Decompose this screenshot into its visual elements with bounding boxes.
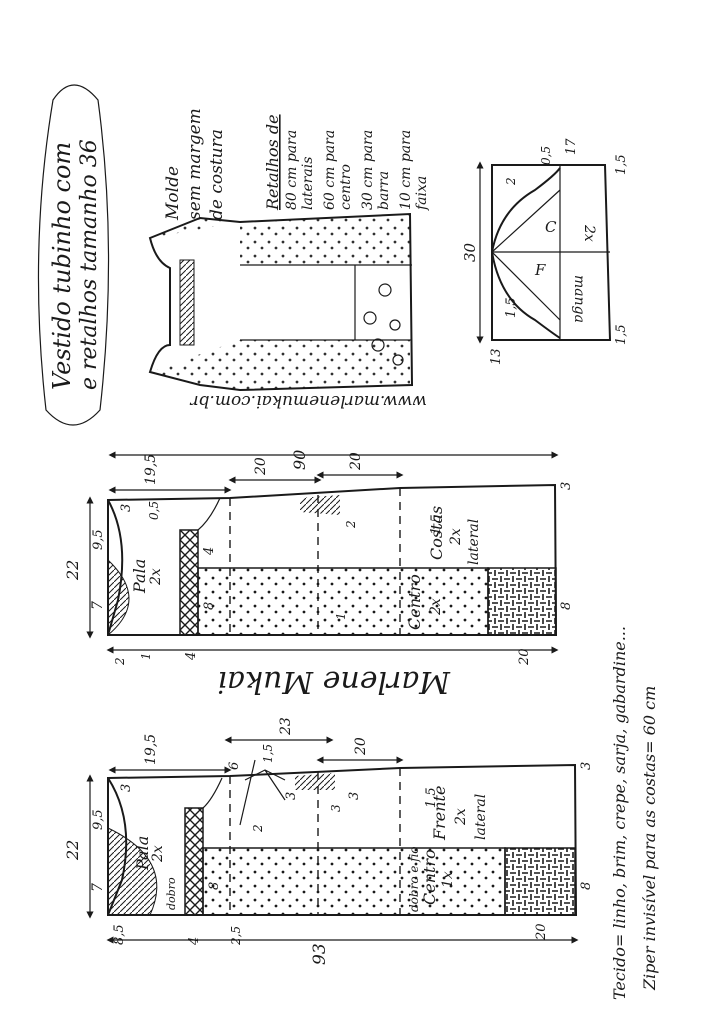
back-label-costas: Costas (427, 506, 446, 560)
back-dim-95: 9,5 (91, 529, 106, 550)
front-dim-3-b: 3 (347, 792, 362, 800)
front-dim-20-bottom: 20 (534, 923, 549, 941)
zipper-note: Ziper invisível para as costas= 60 cm (640, 686, 659, 991)
front-dim-93-text: 93 (310, 943, 330, 965)
front-dim-3-a: 3 (284, 792, 299, 800)
front-dim-6: 6 (227, 762, 242, 770)
front-dim-95: 9,5 (91, 809, 106, 830)
back-dim-1-bottom: 1 (139, 652, 153, 660)
back-dim-3: 3 (119, 504, 134, 512)
front-label-dobro-fio: dobro e fio (407, 846, 421, 912)
sleeve-dim-15-top: 1,5 (614, 154, 629, 175)
molde-line3: de costura (207, 129, 227, 220)
back-label-pala-count: 2x (148, 568, 164, 586)
front-dim-8-left: 8 (207, 882, 222, 890)
back-dim-8: 8 (202, 602, 217, 610)
title-line1: Vestido tubinho com (48, 142, 76, 390)
front-dim-20-text: 20 (353, 737, 369, 756)
back-dim-2-bottom: 2 (113, 657, 127, 666)
front-label-frente-count: 2x (453, 808, 469, 826)
front-dim-195-text: 19,5 (143, 734, 159, 765)
back-label-pala: Pala (130, 559, 149, 594)
fabric-note: Tecido= linho, brim, crepe, sarja, gabar… (610, 626, 629, 1000)
front-label-centro: Centro (420, 849, 439, 905)
sleeve-label-f: F (534, 261, 546, 279)
retalhos-heading: Retalhos de (263, 114, 282, 211)
molde-line1: Molde (163, 166, 183, 221)
front-dim-15-b: 1,5 (424, 787, 439, 808)
back-dim-20a-text: 20 (253, 457, 269, 476)
retalhos-item-5: 30 cm para (360, 130, 376, 210)
back-label-centro: Centro (405, 574, 424, 630)
sleeve-dim-15-left: 1,5 (504, 297, 519, 318)
retalhos-item-1: 80 cm para (284, 130, 300, 210)
back-dim-20-bottom: 20 (517, 648, 532, 666)
sleeve-label-manga: manga (571, 275, 587, 323)
retalhos-item-4: centro (338, 164, 354, 210)
front-dim-7: 7 (90, 883, 106, 892)
retalhos-item-8: faixa (414, 176, 430, 211)
back-pattern: Pala 2x Centro 2x Costas 2x lateral 90 1… (63, 450, 574, 666)
sleeve-pattern: C F 2x manga 17 1,5 30 1,5 1,5 13 2 0,5 (461, 138, 629, 365)
front-dim-15-a: 1,5 (261, 744, 275, 763)
title-line2: e retalhos tamanho 36 (77, 139, 102, 390)
retalhos-item-6: barra (376, 171, 392, 210)
back-dim-15: 1,5 (429, 514, 444, 535)
flower-print (363, 283, 404, 366)
back-dim-8-right: 8 (559, 602, 574, 610)
front-dim-8-right: 8 (579, 882, 594, 890)
sleeve-label-2x: 2x (581, 224, 597, 242)
back-dim-4-bottom: 4 (184, 652, 199, 661)
dress-sketch (148, 212, 414, 392)
back-dim-90-text: 90 (290, 450, 309, 470)
front-pattern: Pala 2x Centro 1x Frente 2x lateral dobr… (63, 717, 594, 965)
front-label-pala-count: 2x (150, 845, 166, 863)
front-dim-2: 2 (251, 824, 265, 833)
back-dim-05: 0,5 (147, 501, 161, 520)
back-dim-195-text: 19,5 (143, 454, 159, 485)
back-label-centro-count: 2x (428, 598, 444, 616)
front-dim-23-text: 23 (278, 717, 294, 736)
retalhos-item-2: laterais (300, 157, 316, 210)
sleeve-label-c: C (545, 218, 557, 236)
back-dim-20b-text: 20 (348, 452, 364, 471)
sleeve-dim-2: 2 (504, 177, 518, 186)
front-label-lateral: lateral (473, 794, 489, 840)
retalhos-item-3: 60 cm para (322, 130, 338, 210)
sleeve-dim-30: 30 (461, 242, 479, 262)
sleeve-dim-15-bottom: 1,5 (614, 324, 629, 345)
front-label-pala: Pala (133, 836, 152, 871)
front-dim-25: 2,5 (229, 926, 243, 946)
front-dim-3-d: 3 (329, 804, 343, 812)
front-dim-85: 8,5 (112, 924, 127, 945)
molde-line2: sem margem (185, 108, 205, 220)
back-label-costas-count: 2x (448, 528, 464, 546)
front-dim-3-c: 3 (119, 784, 134, 792)
back-dim-1-mid: 1 (334, 612, 348, 620)
back-label-lateral: lateral (466, 519, 482, 565)
back-dim-4-top: 4 (202, 547, 217, 556)
signature: Marlene Mukai (217, 664, 451, 699)
retalhos-item-7: 10 cm para (398, 130, 414, 210)
back-dim-3-right: 3 (559, 482, 574, 490)
front-dim-4: 4 (187, 937, 202, 946)
sleeve-dim-13: 13 (489, 348, 504, 365)
sleeve-dim-05: 0,5 (539, 146, 553, 165)
front-dim-22-text: 22 (63, 840, 82, 861)
molde-note: Molde sem margem de costura (163, 108, 227, 221)
title-block: Vestido tubinho com e retalhos tamanho 3… (37, 84, 110, 426)
sleeve-dim-17: 17 (564, 138, 579, 155)
back-dim-7: 7 (90, 601, 106, 610)
front-label-centro-count: 1x (440, 871, 456, 888)
front-label-frente: Frente (430, 786, 449, 841)
retalhos-list: Retalhos de 80 cm para laterais 60 cm pa… (263, 114, 430, 211)
website-text: www.marlenemukai.com.br (190, 391, 427, 411)
back-dim-2-mid: 2 (344, 520, 358, 529)
back-dim-22-text: 22 (63, 560, 82, 581)
front-label-dobro: dobro (165, 877, 178, 910)
front-dim-3-right: 3 (579, 762, 594, 770)
